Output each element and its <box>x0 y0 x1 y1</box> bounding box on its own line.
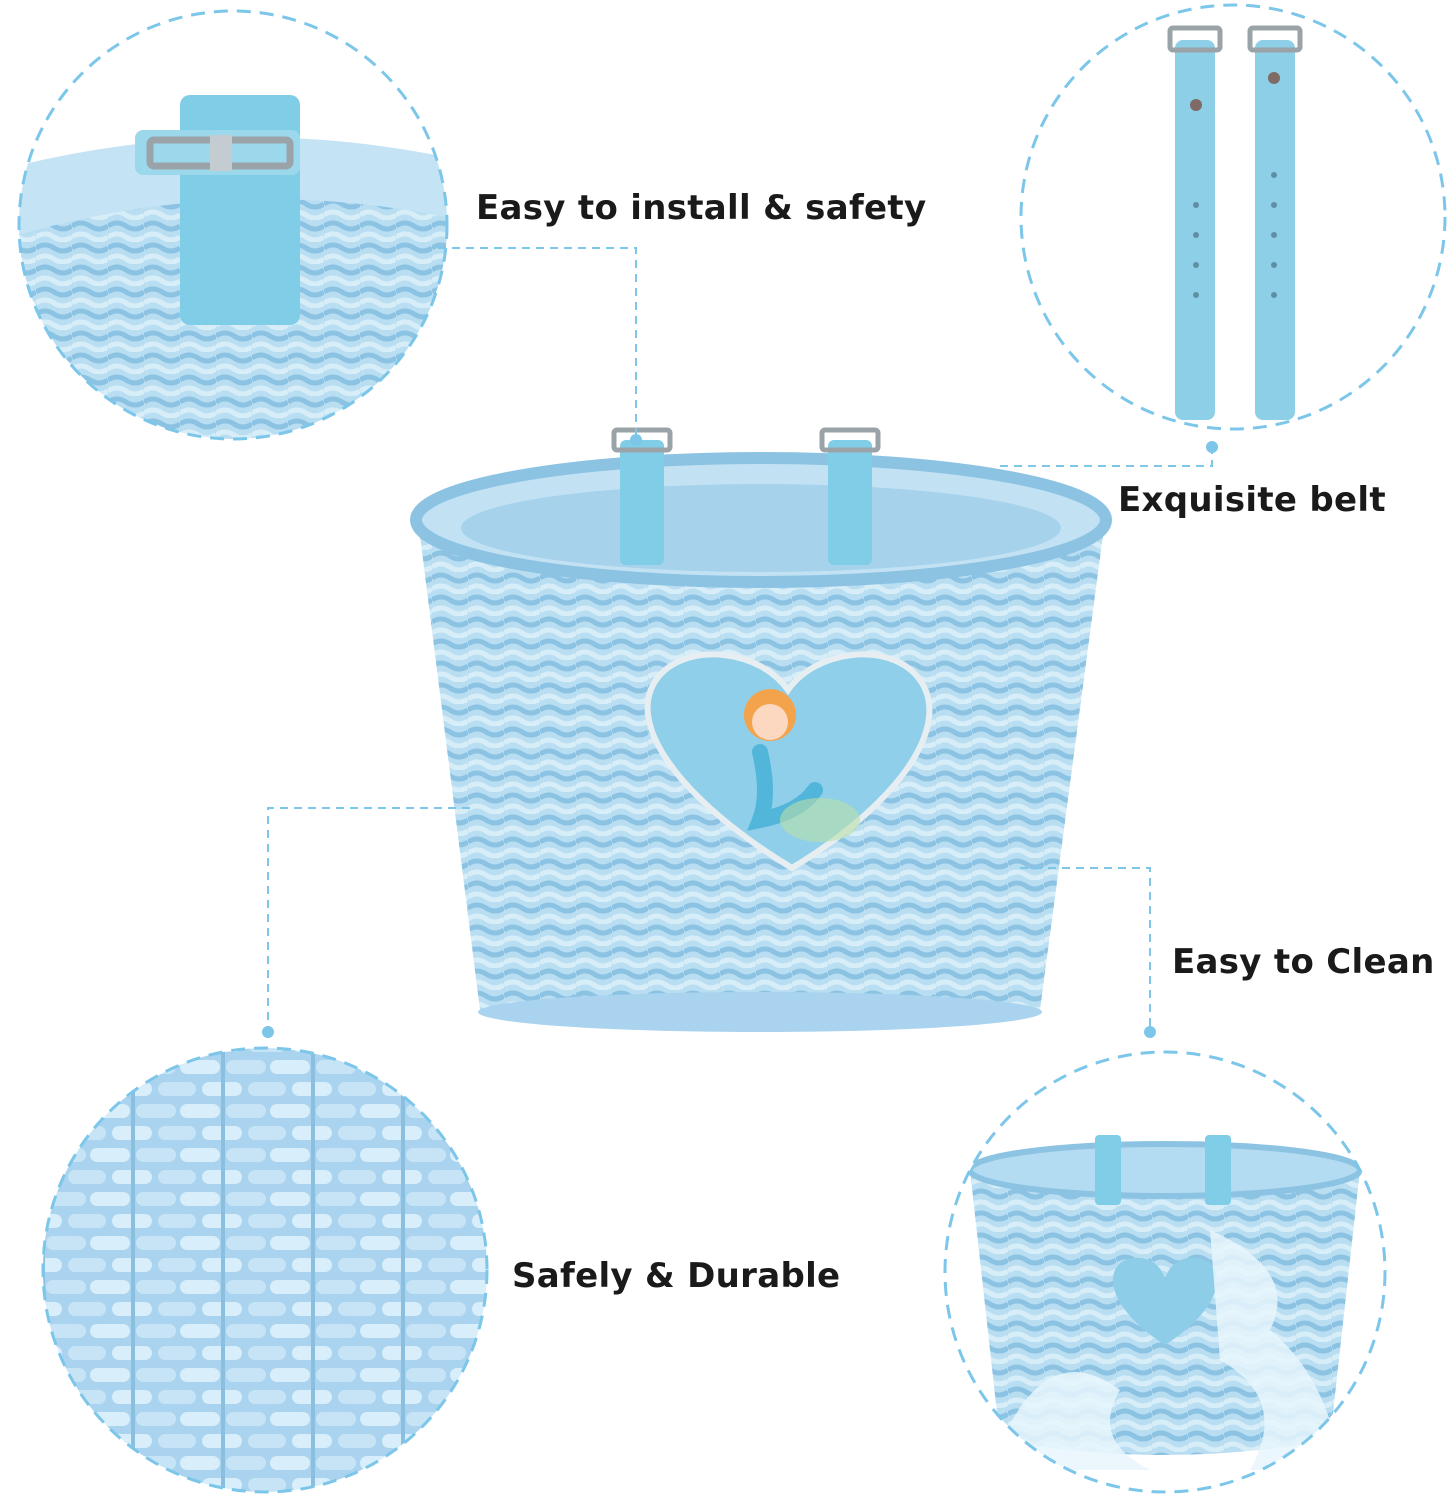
belt-left <box>1167 25 1223 420</box>
caption-exquisite-belt: Exquisite belt <box>1118 480 1386 520</box>
belts-circle <box>1019 3 1447 431</box>
mermaid-heart-badge-icon <box>644 651 933 872</box>
main-basket <box>410 427 1112 1032</box>
weave-closeup-circle <box>41 1046 489 1494</box>
strap-right <box>819 427 881 565</box>
closeup-strap-circle <box>17 9 449 441</box>
strap-left <box>611 427 673 565</box>
caption-easy-to-clean: Easy to Clean <box>1172 942 1435 982</box>
connector-dots <box>262 434 1218 1038</box>
caption-easy-to-install: Easy to install & safety <box>476 188 927 228</box>
heart-badge-small-icon <box>1112 1257 1218 1345</box>
belt-right <box>1247 25 1303 420</box>
clean-circle <box>943 1050 1387 1494</box>
connector-lines <box>267 247 1213 1030</box>
caption-safely-durable: Safely & Durable <box>512 1256 841 1296</box>
